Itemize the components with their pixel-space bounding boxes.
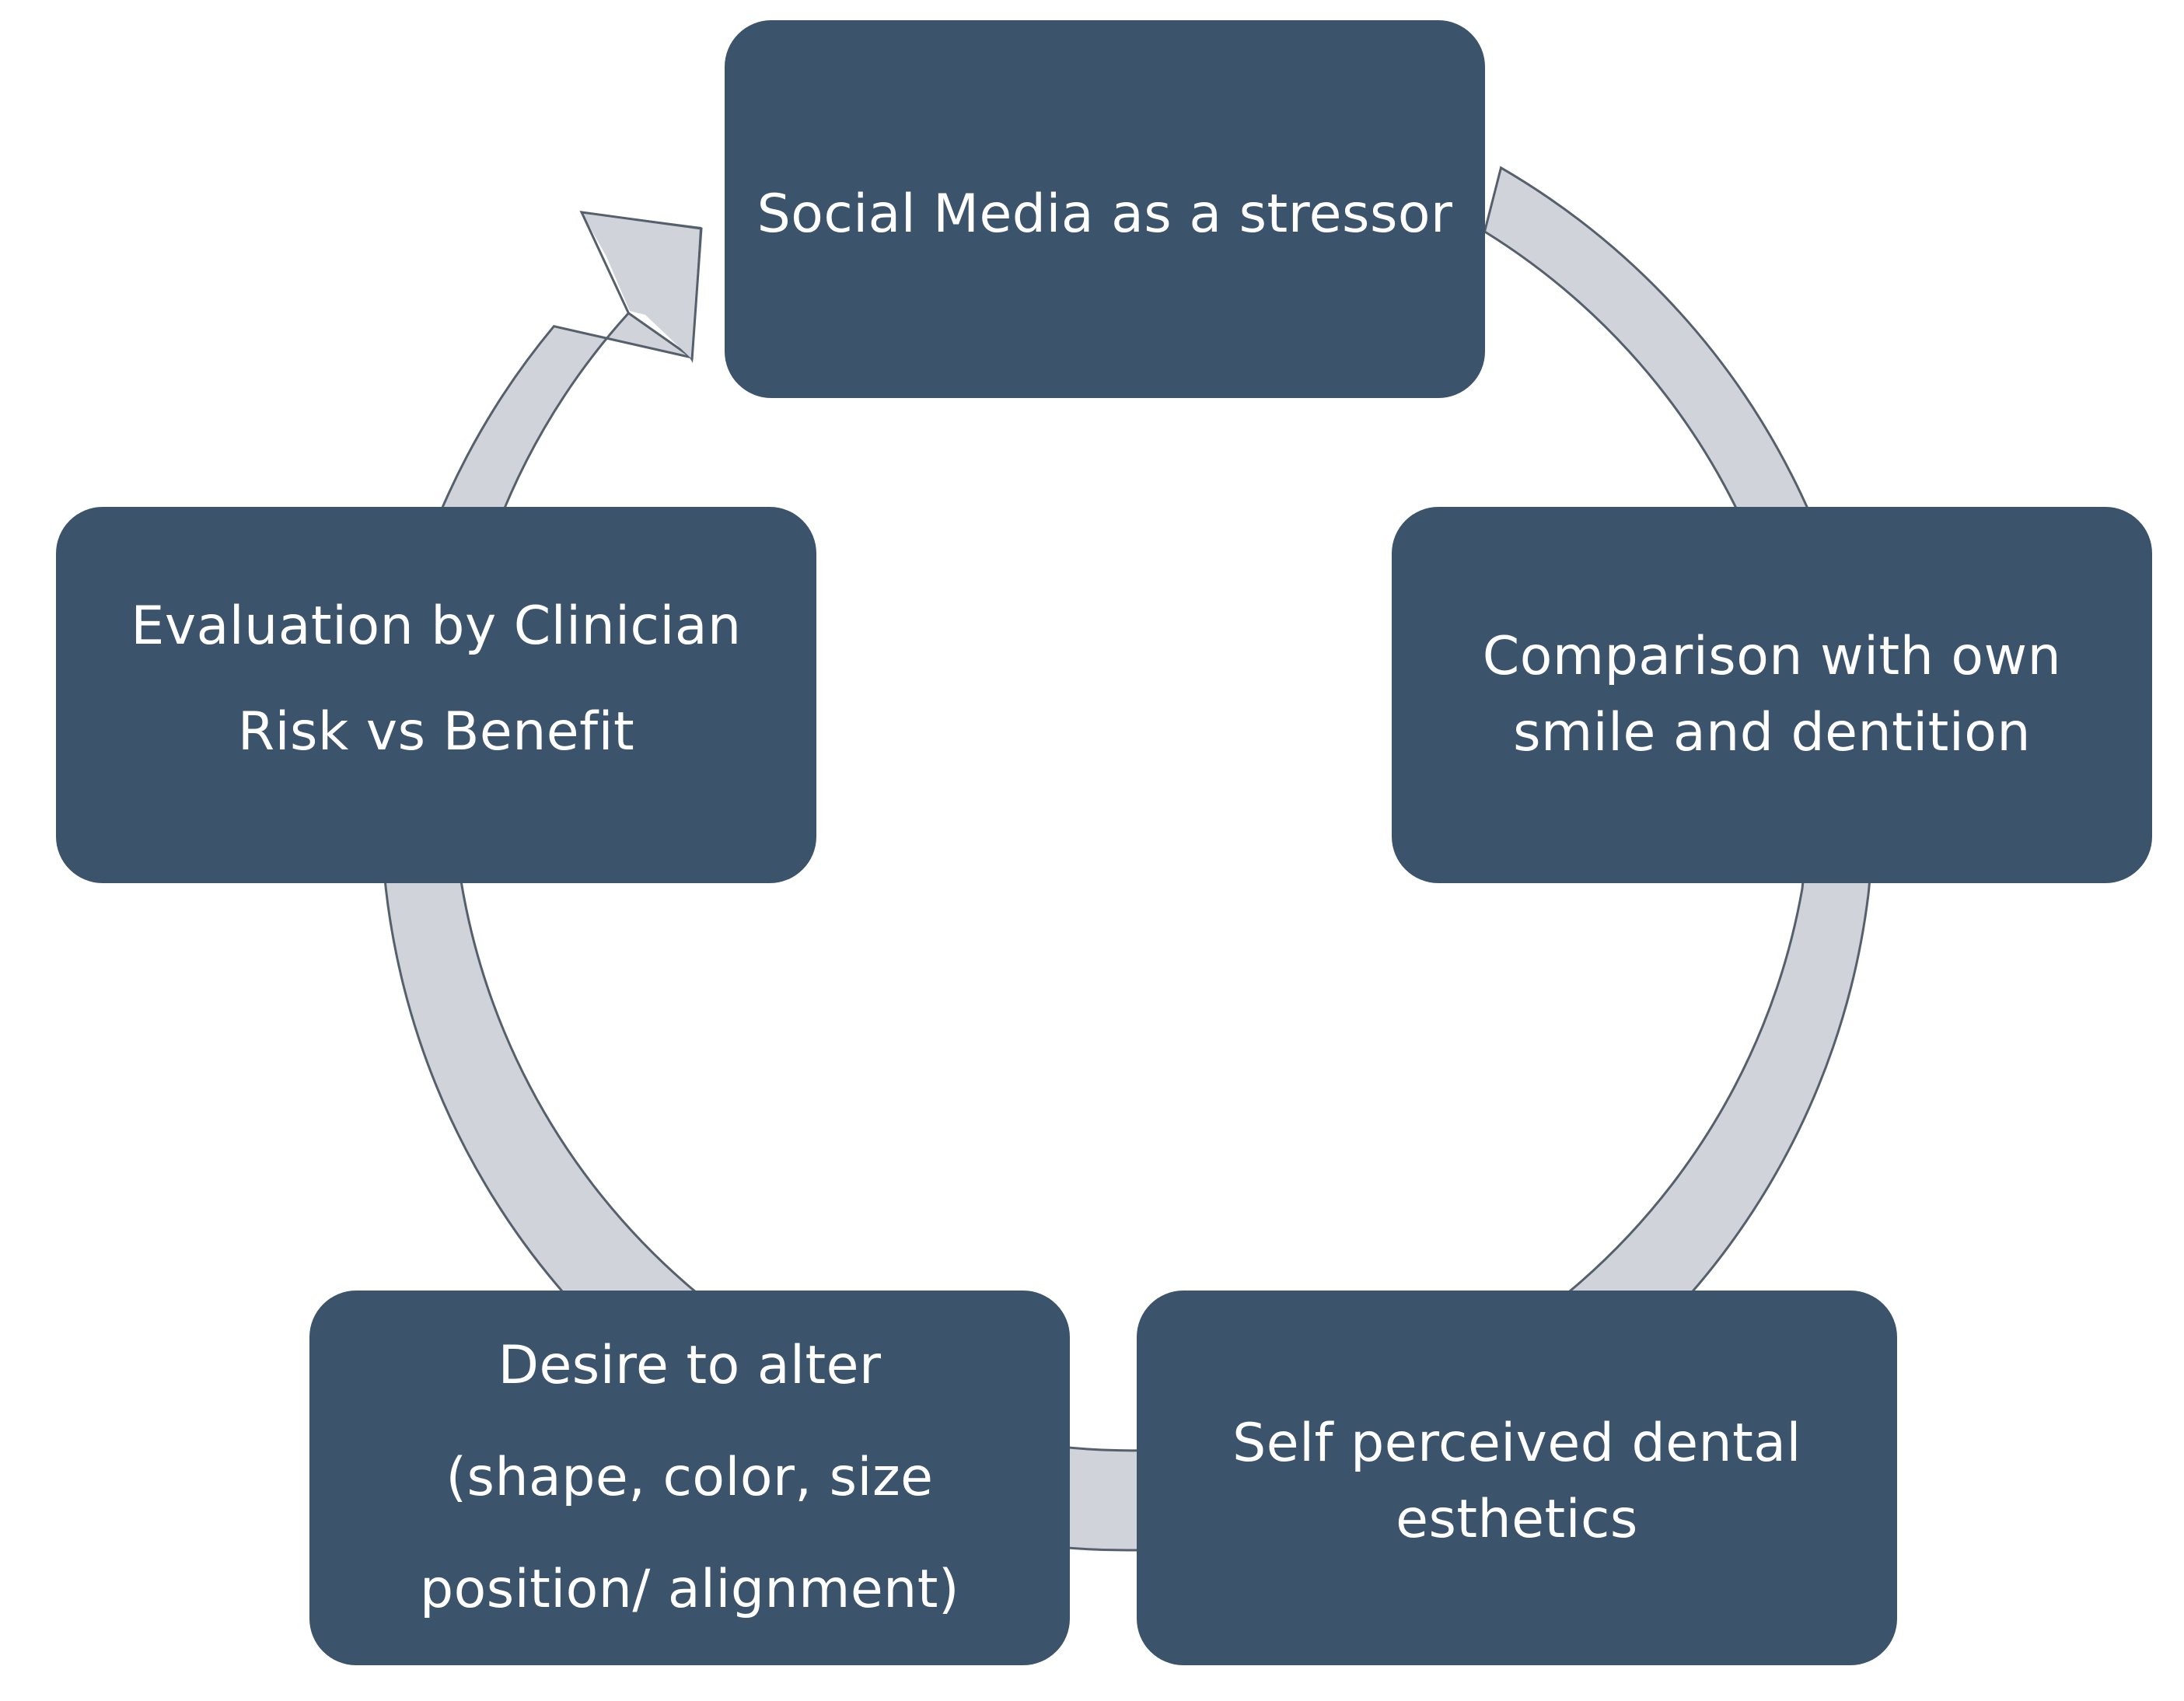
arrowhead-body <box>582 212 700 359</box>
node-comparison-smile: Comparison with own smile and dentition <box>1392 507 2152 883</box>
node-self-perceived-esthetics: Self perceived dental esthetics <box>1137 1291 1897 1665</box>
node-label-line: Desire to alter <box>498 1335 882 1396</box>
arrowhead-outline <box>579 211 703 361</box>
node-label-line: (shape, color, size <box>446 1447 934 1508</box>
node-label-line: esthetics <box>1396 1489 1638 1550</box>
node-label-line: smile and dentition <box>1513 702 2031 763</box>
node-label-line: Risk vs Benefit <box>237 701 635 763</box>
node-label-line: Comparison with own <box>1482 626 2062 687</box>
node-desire-to-alter: Desire to alter (shape, color, size posi… <box>309 1291 1070 1665</box>
node-evaluation-by-clinician: Evaluation by Clinician Risk vs Benefit <box>56 507 816 883</box>
node-label-line: Social Media as a stressor <box>757 183 1453 245</box>
node-social-media-stressor: Social Media as a stressor <box>725 20 1485 398</box>
node-label-line: position/ alignment) <box>420 1559 959 1620</box>
node-label-line: Self perceived dental <box>1232 1413 1801 1474</box>
node-label-line: Evaluation by Clinician <box>131 596 742 657</box>
